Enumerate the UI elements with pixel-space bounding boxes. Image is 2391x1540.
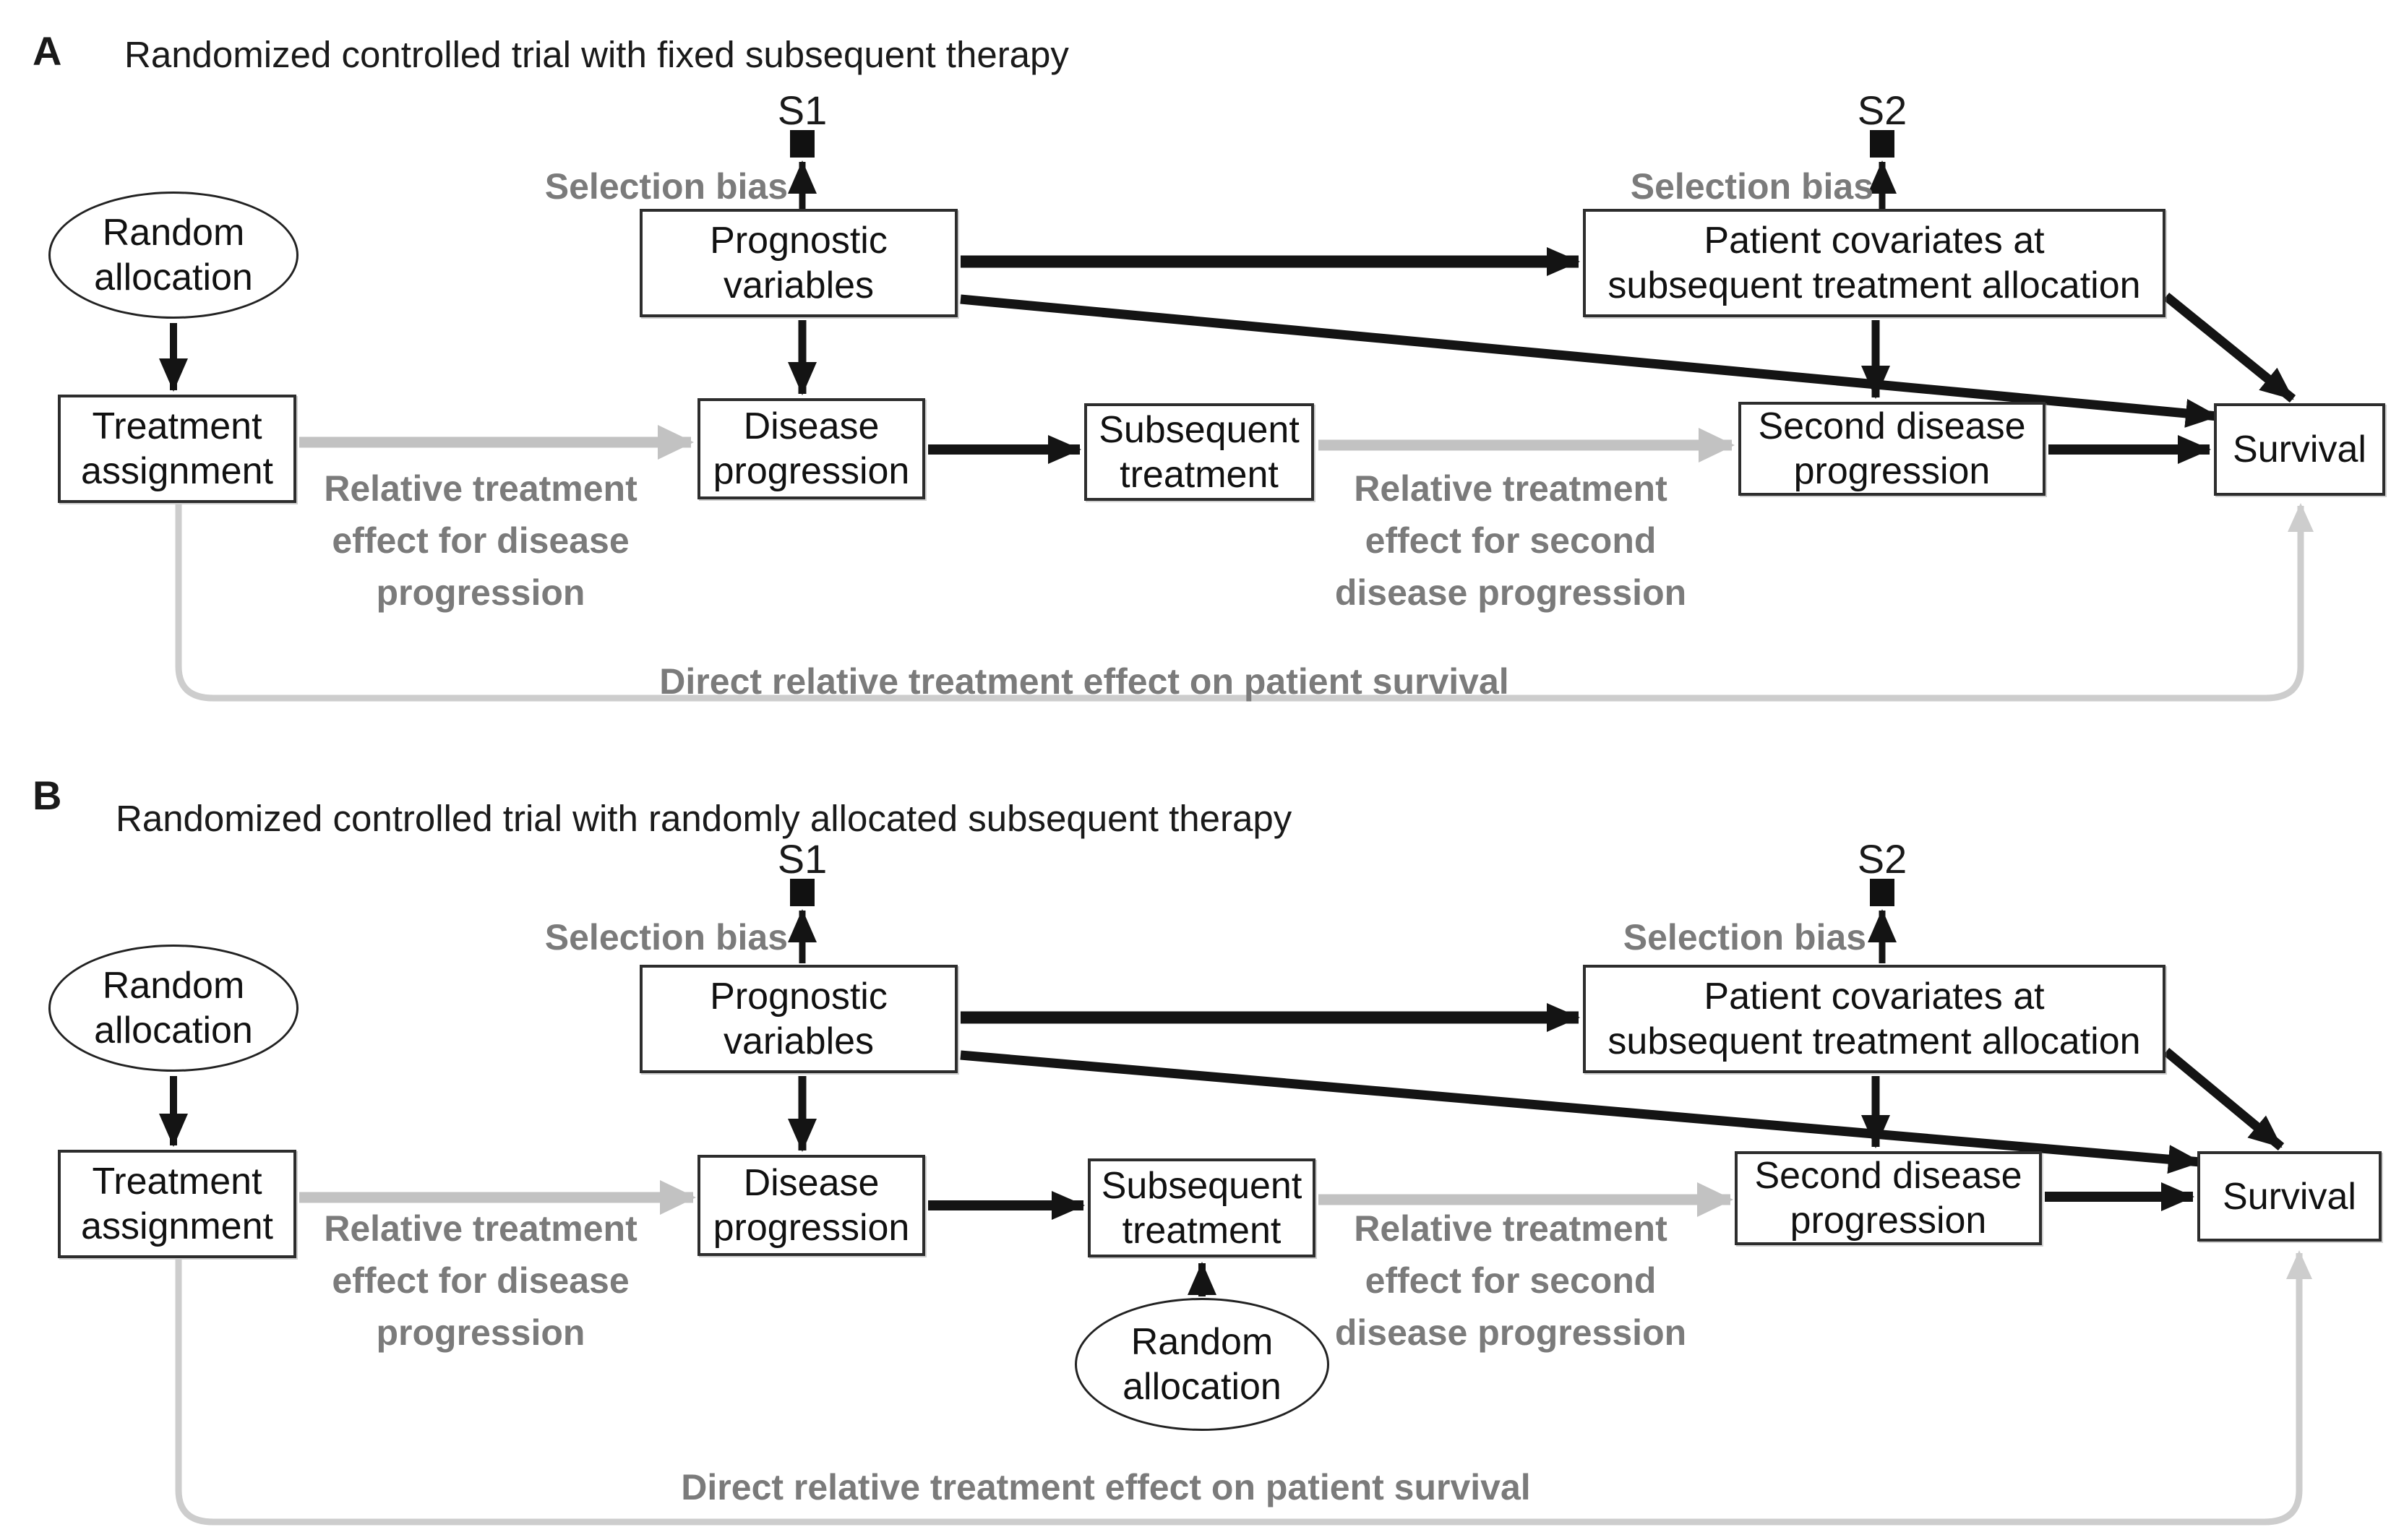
label-relative-effect-disease-b: Relative treatment effect for disease pr… — [324, 1208, 638, 1353]
node-treatment-assignment-b: Treatment assignment — [58, 1150, 296, 1258]
selection-bias-label-left-b: Selection bias — [544, 917, 788, 958]
selection-square-s2-a — [1870, 130, 1894, 158]
selection-square-s2-b — [1870, 879, 1894, 906]
node-random-allocation-a: Random allocation — [48, 192, 299, 319]
node-treatment-assignment-a: Treatment assignment — [58, 395, 296, 503]
node-survival-b: Survival — [2197, 1151, 2382, 1242]
selection-node-s2-b: S2 — [1857, 836, 1907, 882]
label-relative-effect-second-b: Relative treatment effect for second dis… — [1334, 1208, 1687, 1353]
node-prognostic-variables-b: Prognostic variables — [640, 965, 958, 1073]
arrow-direct-effect-b — [175, 1250, 2312, 1526]
label-relative-effect-second-a: Relative treatment effect for second dis… — [1334, 468, 1687, 613]
node-disease-progression-a: Disease progression — [697, 398, 925, 499]
selection-square-s1-a — [790, 130, 815, 158]
label-direct-effect-b: Direct relative treatment effect on pati… — [681, 1467, 1531, 1507]
node-prognostic-variables-a: Prognostic variables — [640, 209, 958, 317]
selection-node-s1-b: S1 — [777, 836, 828, 882]
selection-node-s2-a: S2 — [1857, 87, 1907, 133]
arrow-prognostic-to-survival-a — [960, 294, 2219, 428]
panel-a-title: Randomized controlled trial with fixed s… — [124, 34, 1069, 75]
selection-bias-label-left-a: Selection bias — [544, 166, 788, 207]
selection-bias-label-right-b: Selection bias — [1623, 917, 1866, 958]
label-direct-effect-a: Direct relative treatment effect on pati… — [659, 661, 1509, 702]
selection-square-s1-b — [790, 879, 815, 906]
arrow-prognostic-to-survival-b — [960, 1050, 2202, 1174]
node-patient-covariates-b: Patient covariates at subsequent treatme… — [1583, 965, 2165, 1073]
node-survival-a: Survival — [2214, 403, 2385, 496]
selection-node-s1-a: S1 — [777, 87, 828, 133]
panel-b-title: Randomized controlled trial with randoml… — [116, 798, 1292, 839]
arrow-covariates-to-survival-b — [2163, 1047, 2285, 1151]
panel-b-label: B — [33, 773, 62, 818]
node-subsequent-treatment-b: Subsequent treatment — [1088, 1158, 1315, 1257]
label-relative-effect-disease-a: Relative treatment effect for disease pr… — [324, 468, 638, 613]
panel-a-label: A — [33, 28, 62, 74]
selection-bias-label-right-a: Selection bias — [1630, 166, 1873, 207]
node-random-allocation-b: Random allocation — [48, 945, 299, 1072]
node-subsequent-treatment-a: Subsequent treatment — [1084, 403, 1314, 501]
node-patient-covariates-a: Patient covariates at subsequent treatme… — [1583, 209, 2165, 317]
node-disease-progression-b: Disease progression — [697, 1155, 925, 1256]
arrow-direct-effect-a — [175, 503, 2314, 702]
node-second-disease-progression-b: Second disease progression — [1735, 1151, 2042, 1245]
node-second-disease-progression-a: Second disease progression — [1738, 402, 2046, 496]
node-random-allocation-subsequent-b: Random allocation — [1075, 1298, 1329, 1431]
arrow-covariates-to-survival-a — [2163, 292, 2296, 403]
